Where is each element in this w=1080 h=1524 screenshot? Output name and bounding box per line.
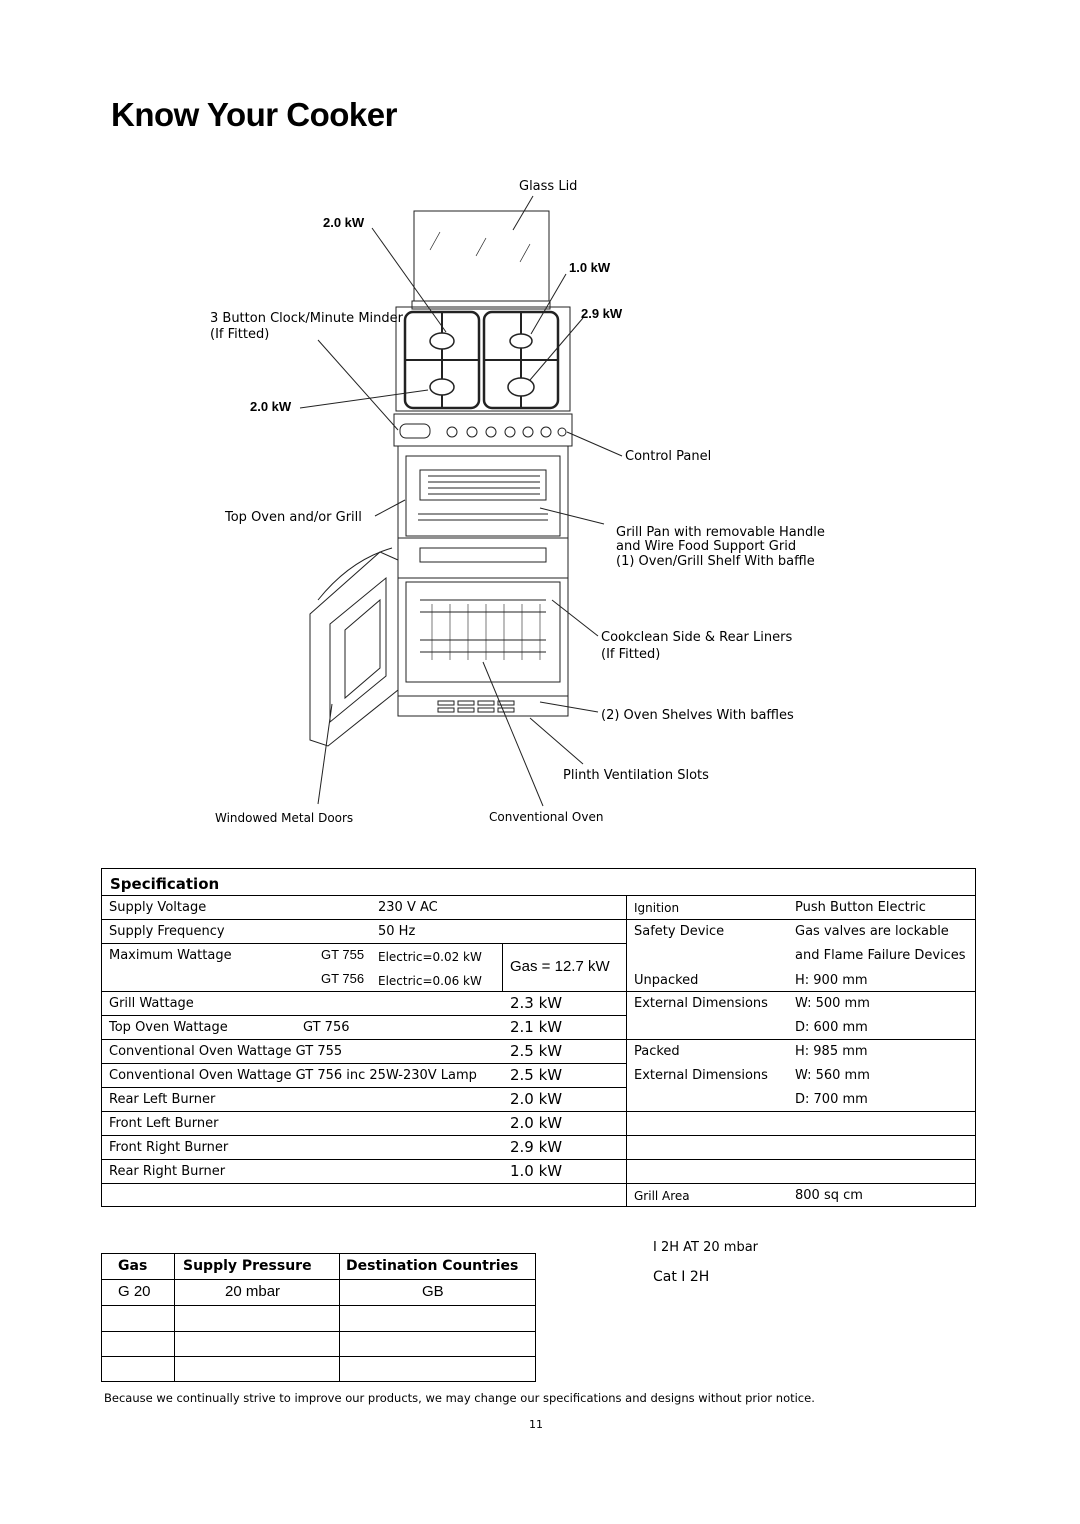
label-top-oven: Top Oven and/or Grill: [225, 510, 362, 525]
label-plinth: Plinth Ventilation Slots: [563, 768, 709, 783]
label-front-left-kw: 2.0 kW: [250, 399, 292, 414]
gas-type-cell: G 20: [118, 1283, 151, 1300]
unpacked-dims-label: External Dimensions: [634, 996, 768, 1011]
unpacked-d: D: 600 mm: [795, 1020, 868, 1035]
max-wattage-label: Maximum Wattage: [109, 948, 232, 963]
conv-756-kw: 2.5 kW: [510, 1066, 563, 1084]
top-oven-kw: 2.1 kW: [510, 1018, 563, 1036]
specification-table: Specification Supply Voltage 230 V AC Su…: [101, 868, 976, 1207]
gas-total: Gas = 12.7 kW: [510, 958, 610, 975]
gt756-electric: Electric=0.06 kW: [378, 974, 482, 988]
front-left-burner: [429, 378, 455, 396]
supply-frequency-value: 50 Hz: [378, 924, 416, 939]
rear-left-label: Rear Left Burner: [109, 1092, 216, 1107]
unpacked-label: Unpacked: [634, 973, 699, 988]
conv-755-label: Conventional Oven Wattage GT 755: [109, 1044, 343, 1059]
front-right-burner: [507, 377, 535, 397]
safety-value-2: and Flame Failure Devices: [795, 948, 966, 963]
gas-table: Gas Supply Pressure Destination Countrie…: [101, 1253, 536, 1382]
page-title: Know Your Cooker: [111, 96, 397, 133]
label-grill-pan: Grill Pan with removable Handle: [616, 525, 825, 540]
cooker-diagram: Glass Lid 2.0 kW 1.0 kW 2.9 kW 3 Button …: [0, 170, 1080, 840]
grill-wattage-kw: 2.3 kW: [510, 994, 563, 1012]
front-left-kw: 2.0 kW: [510, 1114, 563, 1132]
grill-area-value: 800 sq cm: [795, 1188, 863, 1203]
supply-frequency-label: Supply Frequency: [109, 924, 225, 939]
grill-wattage-label: Grill Wattage: [109, 996, 194, 1011]
rear-right-kw: 1.0 kW: [510, 1162, 563, 1180]
top-oven-label: Top Oven Wattage: [109, 1020, 228, 1035]
pressure-cell: 20 mbar: [225, 1283, 281, 1300]
countries-header: Destination Countries: [346, 1258, 519, 1274]
pressure-header: Supply Pressure: [183, 1258, 312, 1274]
front-right-kw: 2.9 kW: [510, 1138, 563, 1156]
gt756-model: GT 756: [321, 971, 365, 986]
safety-value-1: Gas valves are lockable: [795, 924, 949, 939]
label-clock-minder-note: (If Fitted): [210, 327, 270, 342]
gas-note-1: I 2H AT 20 mbar: [653, 1240, 759, 1255]
safety-label: Safety Device: [634, 924, 725, 939]
label-cookclean: Cookclean Side & Rear Liners: [601, 630, 793, 645]
cooker-body: [397, 445, 569, 717]
unpacked-w: W: 500 mm: [795, 996, 870, 1011]
footer-disclaimer: Because we continually strive to improve…: [104, 1391, 815, 1405]
ignition-value: Push Button Electric: [795, 900, 926, 915]
gt755-electric: Electric=0.02 kW: [378, 950, 482, 964]
cooker-illustration: [299, 195, 623, 807]
packed-d: D: 700 mm: [795, 1092, 868, 1107]
country-cell: GB: [422, 1283, 444, 1300]
packed-h: H: 985 mm: [795, 1044, 868, 1059]
label-cookclean-note: (If Fitted): [601, 647, 661, 662]
unpacked-h: H: 900 mm: [795, 973, 868, 988]
supply-voltage-label: Supply Voltage: [109, 900, 207, 915]
rear-left-burner: [429, 332, 455, 350]
front-left-label: Front Left Burner: [109, 1116, 219, 1131]
conv-756-label: Conventional Oven Wattage GT 756 inc 25W…: [109, 1068, 477, 1083]
label-rear-left-kw: 2.0 kW: [323, 215, 365, 230]
label-glass-lid: Glass Lid: [519, 179, 578, 194]
label-grill-pan-2: and Wire Food Support Grid: [616, 539, 797, 554]
label-grill-pan-3: (1) Oven/Grill Shelf With baffle: [616, 554, 815, 569]
gt755-model: GT 755: [321, 947, 365, 962]
rear-right-burner: [509, 333, 533, 349]
packed-dims-label: External Dimensions: [634, 1068, 768, 1083]
rear-right-label: Rear Right Burner: [109, 1164, 226, 1179]
ignition-label: Ignition: [634, 901, 680, 915]
label-oven-shelves: (2) Oven Shelves With baffles: [601, 708, 794, 723]
label-conventional-oven: Conventional Oven: [489, 810, 604, 824]
open-oven-door: [309, 551, 399, 747]
packed-w: W: 560 mm: [795, 1068, 870, 1083]
packed-label: Packed: [634, 1044, 680, 1059]
conv-755-kw: 2.5 kW: [510, 1042, 563, 1060]
top-oven-model: GT 756: [303, 1020, 350, 1035]
gas-header: Gas: [118, 1258, 148, 1274]
supply-voltage-value: 230 V AC: [378, 900, 438, 915]
label-windowed-doors: Windowed Metal Doors: [215, 811, 354, 825]
front-right-label: Front Right Burner: [109, 1140, 229, 1155]
spec-heading: Specification: [110, 875, 220, 893]
label-rear-right-kw: 1.0 kW: [569, 260, 611, 275]
gas-note-2: Cat I 2H: [653, 1269, 710, 1285]
label-control-panel: Control Panel: [625, 449, 712, 464]
label-front-right-kw: 2.9 kW: [581, 306, 623, 321]
control-panel-shape: [393, 413, 573, 447]
grill-area-label: Grill Area: [634, 1189, 690, 1203]
glass-lid-shape: [413, 210, 550, 302]
page-number: 11: [529, 1418, 543, 1431]
rear-left-kw: 2.0 kW: [510, 1090, 563, 1108]
label-clock-minder: 3 Button Clock/Minute Minder: [210, 311, 403, 326]
